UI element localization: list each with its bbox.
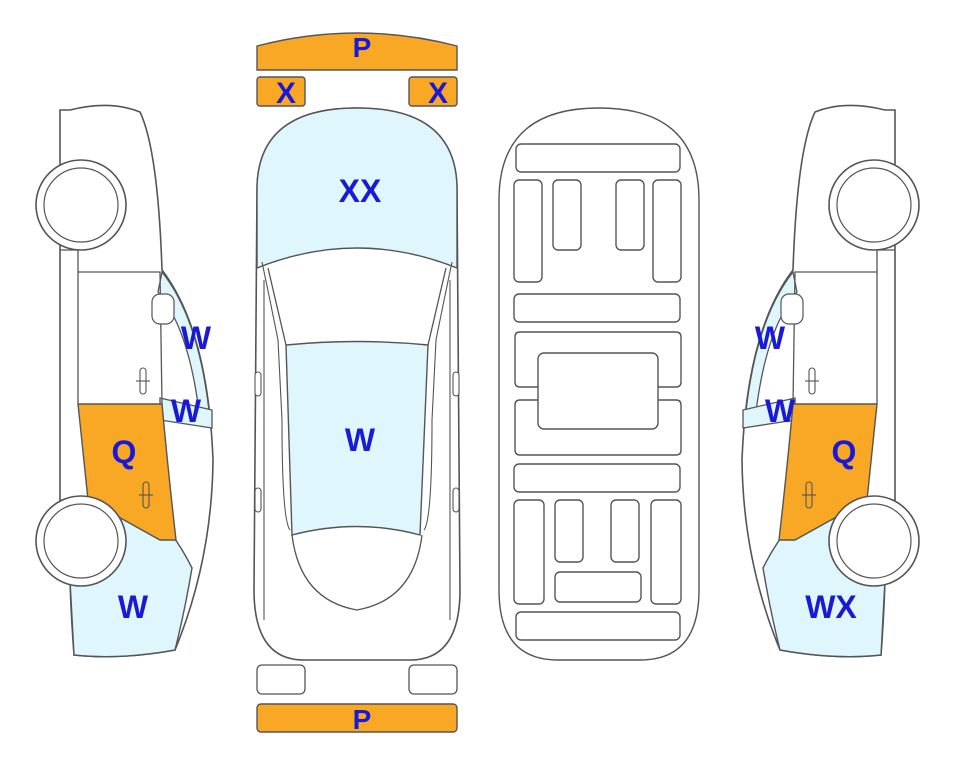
label-front-bumper: P <box>353 32 372 63</box>
label-hood: XX <box>339 173 382 209</box>
taillight-left <box>256 664 306 695</box>
hood <box>256 107 458 270</box>
label-headlight-left: X <box>276 77 296 110</box>
roof <box>285 340 429 536</box>
label-left-rear-fender: W <box>118 589 149 625</box>
label-roof: W <box>345 422 376 458</box>
underside-view <box>498 107 700 661</box>
label-headlight-right: X <box>428 77 448 110</box>
headlight-right <box>408 76 458 107</box>
taillight-right <box>408 664 458 695</box>
top-view <box>253 32 461 733</box>
label-right-rear-door: Q <box>832 434 857 470</box>
headlight-left <box>256 76 306 107</box>
front-bumper <box>256 32 458 71</box>
label-left-rear-door: Q <box>112 434 137 470</box>
label-left-mirror-glass: W <box>171 393 202 429</box>
label-right-front-glass: W <box>755 320 786 356</box>
label-left-front-glass: W <box>181 320 212 356</box>
right-side-view <box>741 104 920 658</box>
label-right-mirror-glass: W <box>765 393 796 429</box>
rear-bumper <box>256 703 458 733</box>
label-rear-bumper: P <box>353 704 372 735</box>
left-side-view <box>35 104 214 658</box>
label-right-rear-fender: WX <box>805 589 857 625</box>
